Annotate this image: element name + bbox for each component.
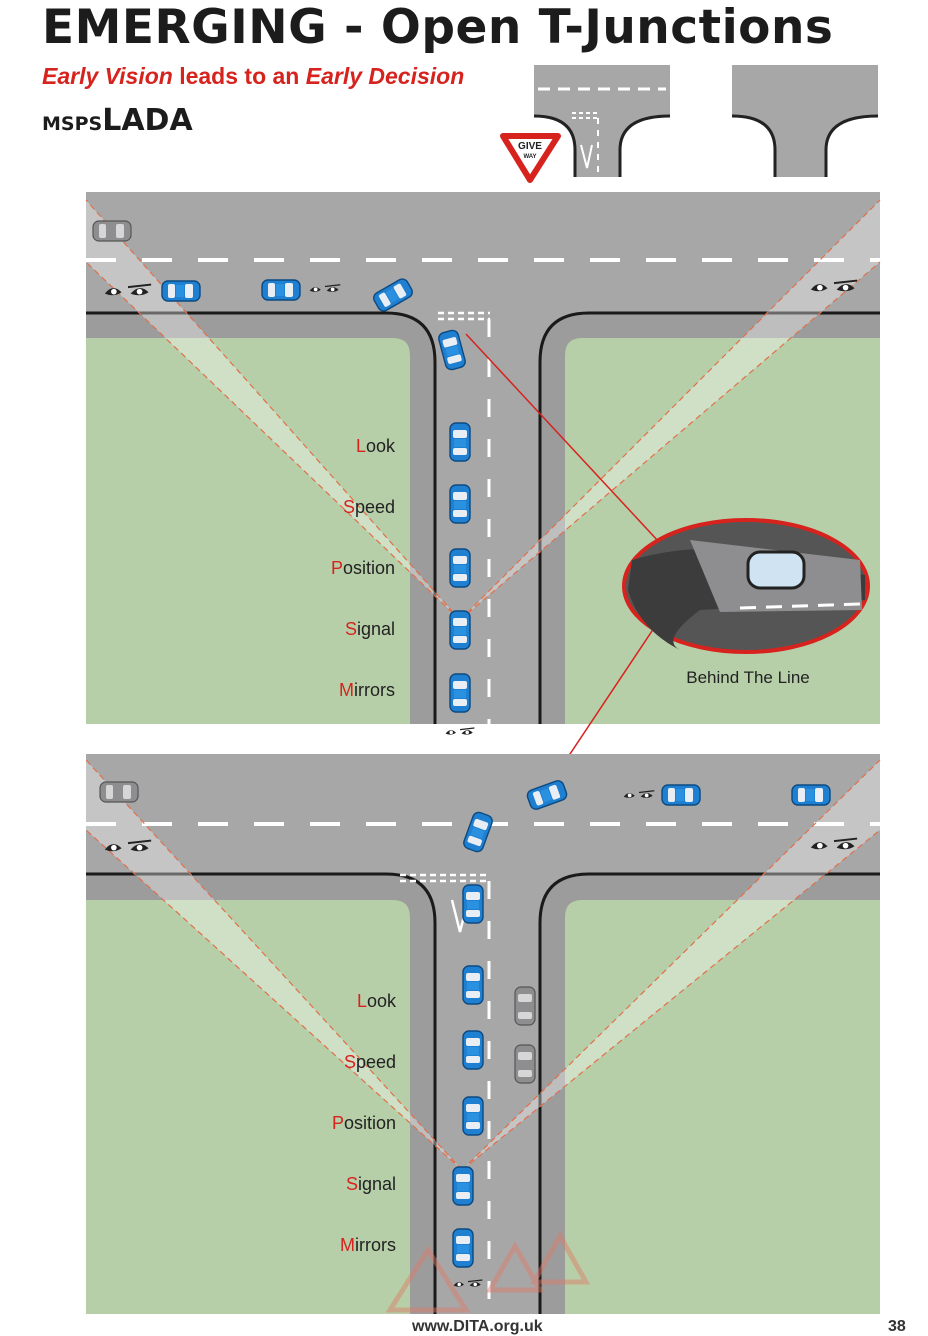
eyes-icon: [444, 727, 476, 736]
subtitle: Early Vision leads to an Early Decision: [42, 63, 464, 90]
acronym-lada: LADA: [102, 103, 193, 138]
car-signal: [449, 610, 471, 650]
behind-the-line-callout: Behind The Line: [465, 333, 870, 887]
subtitle-part2: leads to an: [172, 63, 306, 89]
car-speed: [449, 484, 471, 524]
callout-label: Behind The Line: [686, 668, 810, 687]
subtitle-part1: Early Vision: [42, 63, 173, 89]
step-look: Look: [357, 991, 397, 1011]
car-look: [449, 422, 471, 462]
give-way-text-2: WAY: [523, 154, 536, 160]
parked-grey-car: [514, 1044, 536, 1084]
main-road-car: [791, 784, 831, 806]
parked-grey-car: [514, 986, 536, 1026]
main-road-car: [161, 280, 201, 302]
parked-grey-car: [99, 781, 139, 803]
parked-grey-car: [92, 220, 132, 242]
step-signal: Signal: [346, 1174, 396, 1194]
step-position: Position: [331, 558, 395, 578]
car-mirrors: [452, 1228, 474, 1268]
step-mirrors: Mirrors: [340, 1235, 396, 1255]
car-position: [462, 1096, 484, 1136]
thumbnail-marked-junction: [533, 65, 671, 177]
main-road-car: [261, 279, 301, 301]
page-title: EMERGING - Open T-Junctions: [42, 0, 834, 55]
step-mirrors: Mirrors: [339, 680, 395, 700]
step-speed: Speed: [344, 1052, 396, 1072]
msps-lada-acronym: MSPSLADA: [42, 103, 193, 138]
car-at-line: [462, 884, 484, 924]
thumbnail-open-junction: [731, 65, 879, 177]
step-position: Position: [332, 1113, 396, 1133]
step-signal: Signal: [345, 619, 395, 639]
step-look: Look: [356, 436, 396, 456]
car-speed: [462, 1030, 484, 1070]
main-road-car: [661, 784, 701, 806]
bottom-junction: Look Speed Position Signal Mirrors: [85, 754, 881, 1314]
acronym-msps: MSPS: [42, 113, 103, 135]
car-look: [462, 965, 484, 1005]
give-way-sign: GIVE WAY: [500, 133, 561, 183]
car-signal: [452, 1166, 474, 1206]
dita-watermark: [385, 1230, 591, 1313]
car-mirrors: [449, 673, 471, 713]
page-number: 38: [888, 1318, 906, 1335]
give-way-text-1: GIVE: [518, 141, 542, 152]
footer-url: www.DITA.org.uk: [412, 1318, 543, 1335]
step-speed: Speed: [343, 497, 395, 517]
car-position: [449, 548, 471, 588]
subtitle-part3: Early Decision: [305, 63, 465, 89]
